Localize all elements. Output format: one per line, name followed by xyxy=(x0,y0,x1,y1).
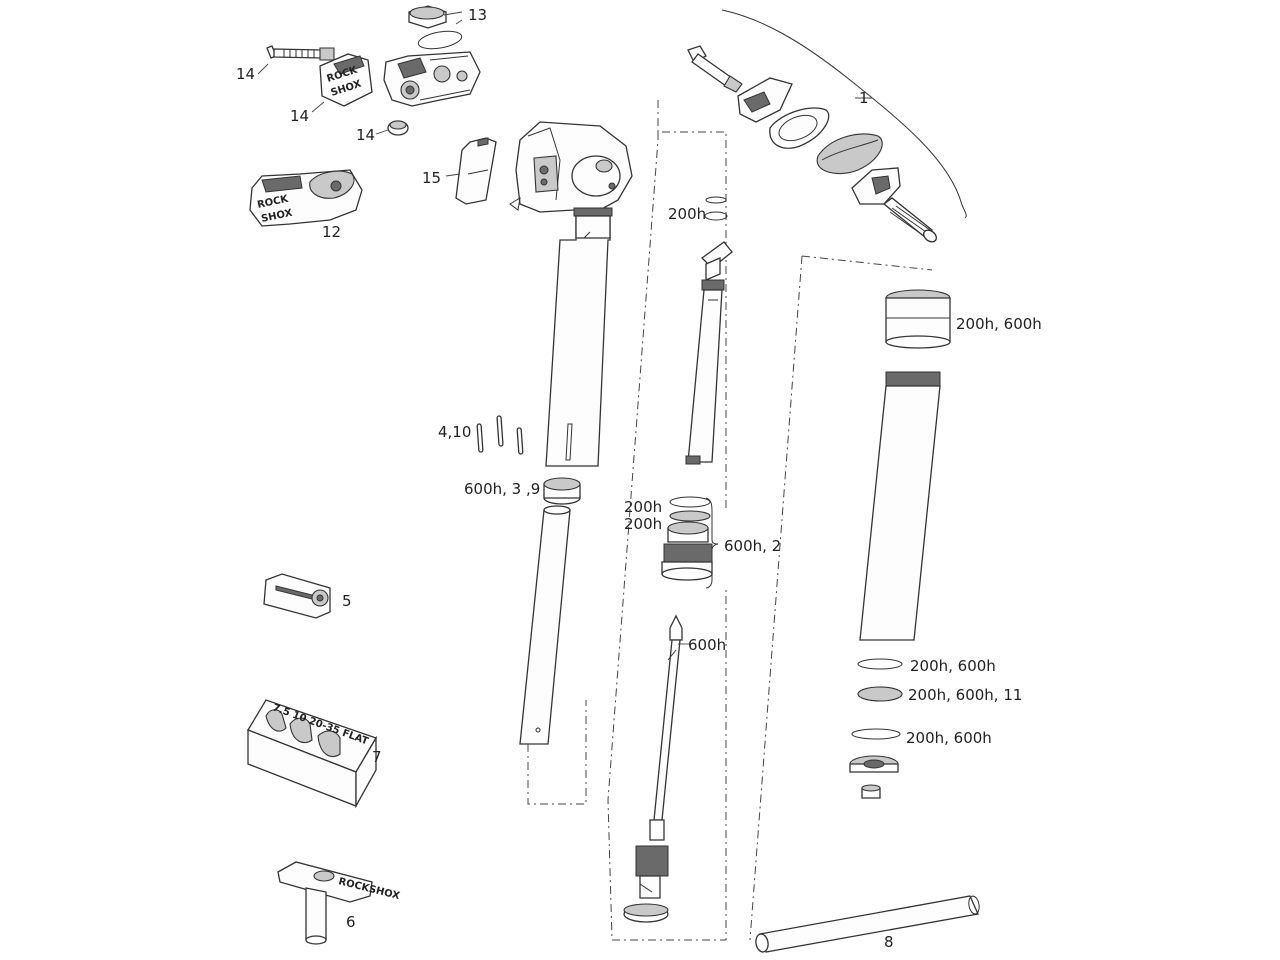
part-7-tool-block: 7.5 10 20-35 FLAT 7 xyxy=(247,699,382,809)
label-14-a: 14 xyxy=(236,65,255,83)
label-8: 8 xyxy=(884,933,894,951)
label-7: 7 xyxy=(372,748,382,766)
part-1-clamp-group: 1 xyxy=(687,9,967,243)
label-200h-600h-c: 200h, 600h xyxy=(906,729,992,747)
label-600h-2: 600h, 2 xyxy=(724,537,781,555)
label-6: 6 xyxy=(346,913,356,931)
label-600h: 600h xyxy=(688,636,726,654)
center-cartridge-group: 200h 200h 200h 600h, 2 600h xyxy=(607,100,781,941)
label-15: 15 xyxy=(422,169,441,187)
label-200h-c: 200h xyxy=(624,515,662,533)
label-12: 12 xyxy=(322,223,341,241)
label-200h-600h-a: 200h, 600h xyxy=(956,315,1042,333)
label-13: 13 xyxy=(468,6,487,24)
part-8-tube: 8 xyxy=(755,895,980,953)
label-600h-3-9: 600h, 3 ,9 xyxy=(464,480,540,498)
label-200h-600h-b: 200h, 600h xyxy=(910,657,996,675)
part-12-remote: ROCK SHOX 12 xyxy=(249,169,363,241)
label-1: 1 xyxy=(859,89,869,107)
label-4-10: 4,10 xyxy=(438,423,471,441)
label-200h-600h-11: 200h, 600h, 11 xyxy=(908,686,1022,704)
remote-lever-group: 13 14 ROCK SHOX 14 14 xyxy=(236,5,487,144)
label-5: 5 xyxy=(342,592,352,610)
seatpost-upper-assembly xyxy=(509,121,633,467)
label-14-c: 14 xyxy=(356,126,375,144)
lower-tube-assembly: 600h, 3 ,9 xyxy=(464,477,587,805)
part-5-clamp: 5 xyxy=(263,573,352,619)
outer-tube-group: 200h, 600h 200h, 600h 200h, 600h, 11 200… xyxy=(749,255,1042,941)
label-200h-b: 200h xyxy=(624,498,662,516)
label-200h-top: 200h xyxy=(668,205,706,223)
label-14-b: 14 xyxy=(290,107,309,125)
part-15-cover: 15 xyxy=(422,137,497,205)
pins-4-10: 4,10 xyxy=(438,415,524,455)
part-6-t-handle: ROCKSHOX 6 xyxy=(277,861,401,945)
